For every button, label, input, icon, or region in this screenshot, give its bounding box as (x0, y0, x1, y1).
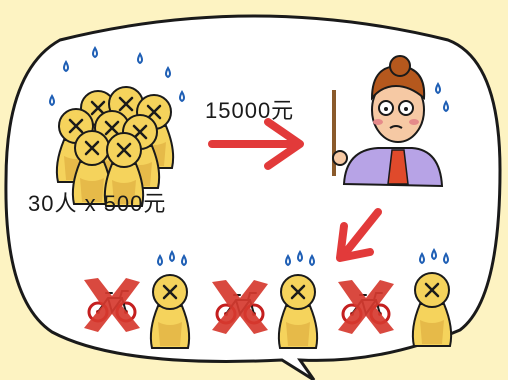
down-left-arrow-icon (336, 208, 382, 262)
formula-label: 30人 x 500元 (28, 191, 167, 216)
worried-teacher-icon (332, 55, 449, 188)
total-amount-label: 15000元 (205, 98, 295, 123)
right-arrow-icon (208, 118, 304, 170)
